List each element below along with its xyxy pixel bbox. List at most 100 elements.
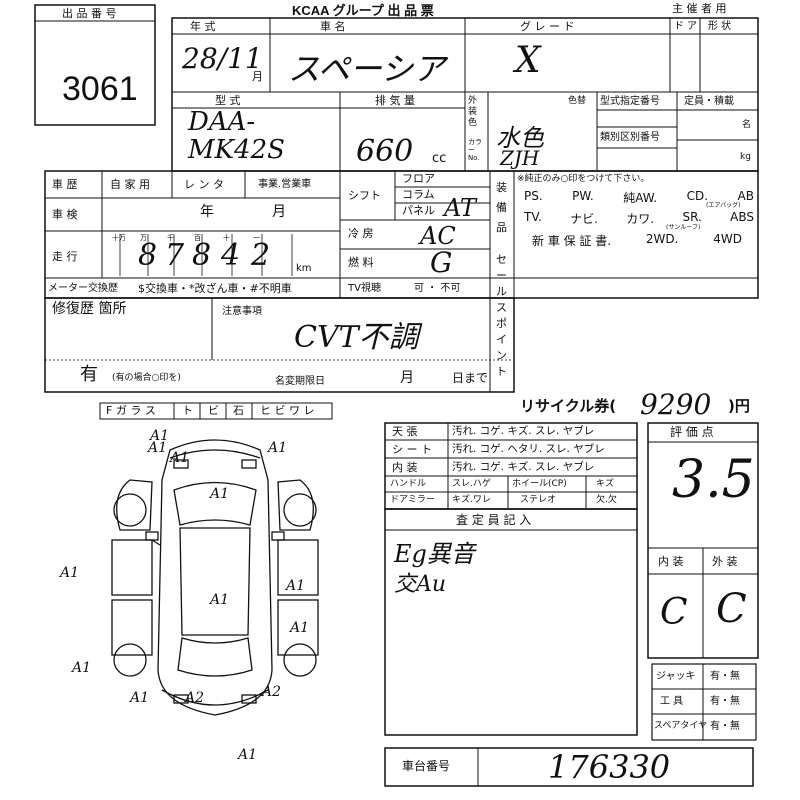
business-label: 事業.営業車	[258, 179, 312, 190]
ceiling-label: 天 張	[392, 425, 418, 438]
stereo-option: 欠.欠	[596, 495, 617, 505]
glass-to-label: ト	[182, 404, 193, 417]
wheel-option: キズ	[596, 479, 615, 489]
airbag-sub: (エアバッグ)	[706, 202, 741, 209]
equipment-label: 装備品	[496, 181, 507, 234]
inspection-year-unit: 年	[200, 204, 214, 220]
km-unit: km	[296, 263, 312, 274]
spare-tire-value: 有・無	[710, 721, 740, 732]
interior-rating-value: C	[660, 592, 688, 633]
equipment-item-c-2: 4WD	[713, 232, 742, 246]
equipment-item-b-3: SR.	[682, 210, 702, 224]
deadline-until-label: 日まで	[452, 371, 489, 385]
mileage-place-label: 万	[140, 234, 147, 242]
column-label: コラム	[402, 188, 435, 201]
car-name-value: スペーシア	[288, 50, 446, 88]
equipment-item-b-1: ナビ.	[570, 212, 598, 226]
ceiling-options: 汚れ. コゲ. キズ. スレ. ヤブレ	[452, 425, 595, 437]
model-value: DAA-MK42S	[188, 107, 285, 165]
shift-label: シフト	[348, 189, 381, 202]
deadline-month-unit: 月	[400, 370, 414, 386]
jack-label: ジャッキ	[656, 671, 696, 682]
sunroof-sub: (サンルーフ)	[666, 224, 701, 231]
mileage-place-label: 一	[253, 234, 260, 242]
shift-value: AT	[444, 194, 477, 222]
jack-value: 有・無	[710, 671, 740, 682]
kg-unit: kg	[740, 152, 751, 162]
interior-options: 汚れ. コゲ. キズ. スレ. ヤブレ	[452, 461, 595, 473]
spare-tire-label: スペアタイヤ	[654, 721, 708, 731]
glass-label: F ガ ラ ス	[106, 404, 156, 417]
car-damage-diagram	[111, 439, 319, 716]
notes-label: 注意事項	[222, 306, 262, 317]
repair-yes-note: (有の場合○印を)	[112, 373, 181, 383]
repair-yes-label: 有	[80, 364, 98, 385]
damage-mark: A2	[262, 684, 282, 700]
seat-label: シ ー ト	[392, 443, 432, 456]
equipment-item-b-0: TV.	[524, 210, 542, 224]
fuel-value: G	[430, 246, 453, 279]
grade-label: グ レ ー ド	[520, 20, 575, 33]
notes-value: CVT不調	[294, 320, 419, 355]
recycle-label: リサイクル券(	[520, 397, 617, 415]
mileage-place-label: 百	[194, 234, 201, 242]
year-value: 28/11	[182, 42, 263, 75]
name-change-deadline-label: 名変期限日	[275, 376, 325, 387]
mileage-place-label: 十万	[112, 234, 126, 242]
equipment-item-b-4: ABS	[730, 210, 754, 224]
organizer-label: 主 催 者 用	[672, 2, 727, 15]
inspection-label: 車 検	[52, 208, 78, 221]
damage-mark: A1	[286, 578, 306, 594]
recycle-value: 9290	[640, 388, 712, 421]
exterior-rating-value: C	[716, 586, 747, 632]
damage-mark: A1	[170, 450, 190, 466]
inspector-note-2: 交Au	[394, 572, 447, 597]
group-title: KCAA グループ 出 品 票	[292, 3, 434, 18]
mileage-digit: 8	[138, 238, 158, 273]
year-label: 年 式	[190, 20, 216, 33]
exterior-color-label: 外装色	[468, 96, 478, 128]
model-label: 型 式	[215, 94, 241, 107]
damage-mark: A1	[72, 660, 92, 676]
grade-value: X	[515, 40, 541, 81]
displacement-value: 660	[356, 134, 414, 169]
rating-score: 3.5	[672, 450, 755, 510]
lot-number: 3061	[62, 70, 138, 108]
private-use-label: 自 家 用	[110, 178, 150, 191]
damage-mark: A1	[148, 440, 168, 456]
mileage-place-label: 千	[167, 234, 174, 242]
inspector-label: 査 定 員 記 入	[456, 513, 532, 527]
equipment-item-a-4: AB	[737, 189, 754, 203]
wheel-label: ホイール(CP)	[512, 479, 567, 489]
equipment-note: ※純正のみ○印をつけて下さい。	[517, 174, 650, 184]
mirror-options: キズ.ワレ	[452, 495, 491, 505]
type-designation-label: 型式指定番号	[600, 96, 660, 107]
car-name-label: 車 名	[320, 20, 346, 33]
chassis-label: 車台番号	[402, 759, 451, 773]
damage-mark: A2	[185, 690, 205, 706]
fuel-label: 燃 料	[348, 256, 374, 269]
displacement-label: 排 気 量	[375, 94, 415, 107]
inspection-month-unit: 月	[272, 204, 286, 220]
month-unit: 月	[252, 70, 263, 83]
equipment-item-a-3: CD.	[686, 189, 709, 203]
floor-label: フロア	[402, 172, 435, 185]
damage-mark: A1	[268, 440, 288, 456]
equipment-item-c-1: 2WD.	[645, 232, 679, 246]
repair-label: 修復歴 箇所	[52, 301, 127, 317]
tv-options: 可 ・ 不可	[414, 283, 461, 294]
ac-label: 冷 房	[348, 227, 374, 240]
panel-label: パネル	[402, 204, 435, 217]
mileage-digit: 7	[165, 238, 185, 273]
glass-crack-label: ヒ ビ ワ レ	[260, 404, 315, 417]
damage-mark: A1	[210, 486, 230, 502]
rating-label: 評 価 点	[670, 425, 714, 439]
interior-label: 内 装	[392, 461, 418, 474]
color-code-label: カラーNo.	[468, 138, 482, 162]
color-code-value: ZJH	[500, 146, 540, 170]
mileage-digit: 2	[251, 238, 271, 273]
tv-label: TV視聴	[348, 283, 381, 294]
equipment-line-2: TV.ナビ.カワ.SR.ABS	[524, 210, 754, 227]
equipment-item-c-0: 新 車 保 証 書.	[532, 234, 612, 248]
